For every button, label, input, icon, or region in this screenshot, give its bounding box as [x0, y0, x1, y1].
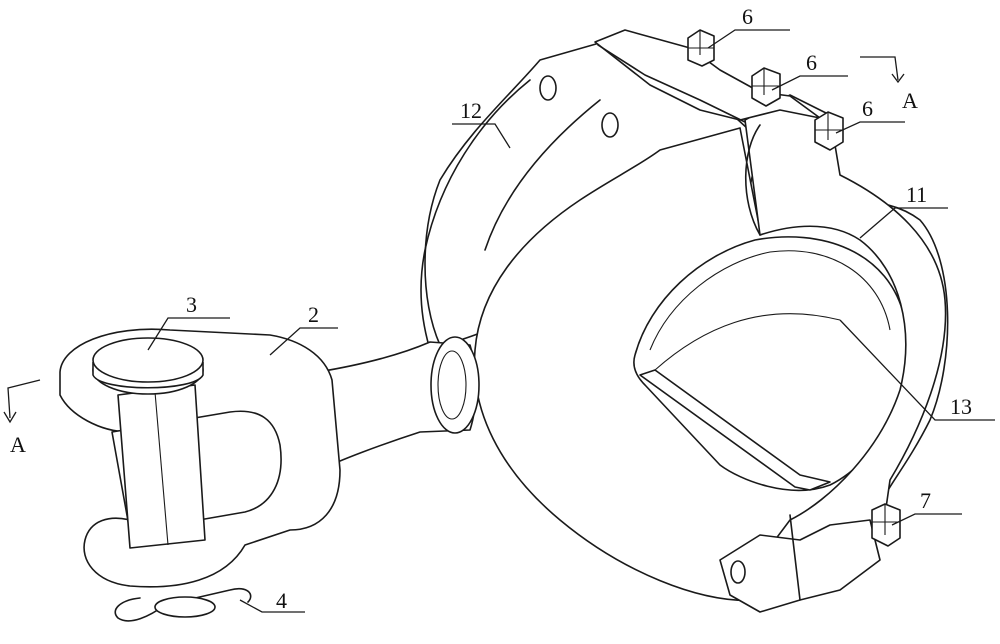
- section-label-right: A: [902, 88, 918, 113]
- section-label-left: A: [10, 432, 26, 457]
- bolt-top-1: [688, 30, 714, 66]
- label-cotter: 4: [276, 588, 287, 613]
- bolt-top-3: [815, 112, 843, 150]
- label-bolt-3: 6: [862, 96, 873, 121]
- bolt-top-2: [752, 68, 780, 106]
- label-bolt-2: 6: [806, 50, 817, 75]
- label-clamp-left: 12: [460, 98, 482, 123]
- bolt-bottom: [872, 504, 900, 546]
- pin-head: [93, 338, 203, 394]
- label-bolt-1: 6: [742, 4, 753, 29]
- label-pin: 3: [186, 292, 197, 317]
- label-eye-link: 2: [308, 302, 319, 327]
- label-liner: 13: [950, 394, 972, 419]
- eye-link-shank: [318, 337, 479, 470]
- label-bolt-bottom: 7: [920, 488, 931, 513]
- label-clamp-right: 11: [906, 182, 927, 207]
